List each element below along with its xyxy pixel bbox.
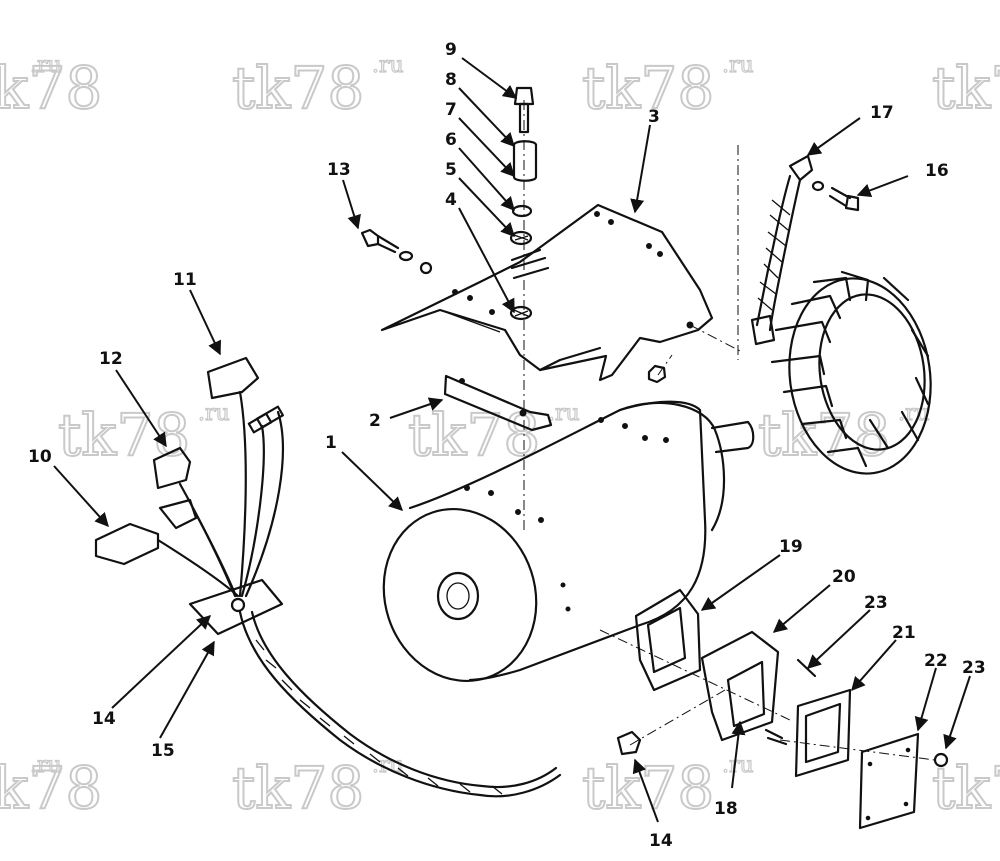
svg-text:tk78: tk78	[408, 401, 540, 469]
callout-14-grip: 14	[649, 831, 673, 851]
cable-grip	[616, 730, 642, 756]
terminal-box	[634, 588, 949, 830]
svg-text:tk78: tk78	[232, 754, 364, 822]
svg-text:.ru: .ru	[198, 401, 230, 426]
top-cover	[380, 203, 714, 382]
motor-body	[382, 400, 755, 683]
watermark: tk78.ru	[0, 52, 103, 123]
svg-text:tk78: tk78	[582, 54, 714, 122]
callout-22: 22	[924, 651, 948, 671]
watermark: tk78 .ru	[57, 400, 230, 470]
svg-text:.ru: .ru	[372, 53, 404, 78]
callout-arrows	[53, 57, 971, 823]
callout-5: 5	[445, 160, 457, 180]
callout-10: 10	[28, 447, 52, 467]
svg-text:tk78: tk78	[0, 754, 102, 822]
nut	[647, 364, 667, 384]
callout-23-right: 23	[962, 658, 986, 678]
callout-15: 15	[151, 741, 175, 761]
watermark: tk78	[931, 53, 1000, 123]
svg-text:tk78: tk78	[58, 401, 190, 469]
fan	[770, 270, 932, 475]
callout-4: 4	[445, 190, 457, 210]
svg-text:.ru: .ru	[30, 753, 62, 778]
side-bolt	[360, 228, 433, 275]
callout-18: 18	[714, 799, 738, 819]
svg-text:.ru: .ru	[548, 401, 580, 426]
svg-text:tk78: tk78	[0, 54, 102, 122]
callout-1: 1	[325, 433, 337, 453]
mounting-bracket	[443, 374, 553, 432]
watermark: tk78.ru	[231, 752, 404, 823]
svg-text:tk78: tk78	[758, 401, 890, 469]
callout-11: 11	[173, 270, 197, 290]
watermark: tk78	[931, 753, 1000, 823]
watermark: tk78 .ru	[581, 52, 754, 123]
svg-text:tk78: tk78	[932, 754, 1000, 822]
svg-text:tk78: tk78	[232, 54, 364, 122]
ground-strap	[750, 154, 860, 346]
callout-3: 3	[648, 107, 660, 127]
svg-text:.ru: .ru	[30, 53, 62, 78]
callout-23-top: 23	[864, 593, 888, 613]
watermark: tk78.ru	[0, 752, 103, 823]
watermark: tk78 .ru	[407, 400, 580, 470]
watermark: tk78 .ru	[231, 52, 404, 123]
svg-text:.ru: .ru	[722, 53, 754, 78]
watermarks: tk78.ru tk78.ru tk78.ru tk78 tk78.ru tk7…	[0, 52, 1000, 823]
callout-7: 7	[445, 100, 457, 120]
watermark: tk78 .ru	[581, 752, 754, 823]
svg-text:tk78: tk78	[932, 54, 1000, 122]
wire-harness	[94, 356, 562, 798]
callout-17: 17	[870, 103, 894, 123]
svg-text:.ru: .ru	[722, 753, 754, 778]
callout-8: 8	[445, 70, 457, 90]
callout-19: 19	[779, 537, 803, 557]
callout-2: 2	[369, 411, 381, 431]
callout-14-harness: 14	[92, 709, 116, 729]
callout-9: 9	[445, 40, 457, 60]
callout-21: 21	[892, 623, 916, 643]
callout-labels: 1 2 3 4 5 6 7 8 9 10 11 12 13 14 15 16 1…	[28, 40, 986, 851]
svg-text:tk78: tk78	[582, 754, 714, 822]
callout-6: 6	[445, 130, 457, 150]
callout-20: 20	[832, 567, 856, 587]
callout-16: 16	[925, 161, 949, 181]
callout-12: 12	[99, 349, 123, 369]
callout-13: 13	[327, 160, 351, 180]
